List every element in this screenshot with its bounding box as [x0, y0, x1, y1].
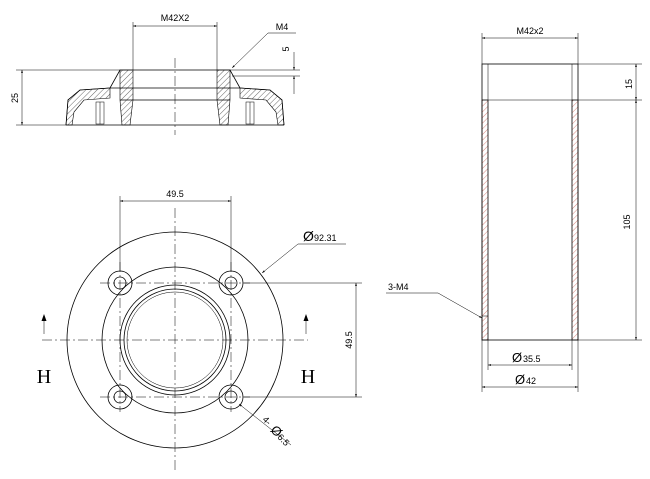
- screw-label-top: M4: [276, 22, 289, 32]
- bolt-vertical-label: 49.5: [344, 331, 354, 349]
- tube-inner-diameter-label: 35.5: [523, 354, 541, 364]
- flange-plan-dimensions: 49.5 Ø 92.31 49.5 4- Ø 6.5: [119, 189, 362, 448]
- tube-outer-diameter-label: 42: [526, 376, 536, 386]
- thread-label-top: M42X2: [161, 13, 190, 23]
- bolt-spacing-label: 49.5: [166, 189, 184, 199]
- tube-screw-label: 3-M4: [388, 282, 409, 292]
- diameter-symbol: Ø: [512, 350, 522, 365]
- section-label-left: H: [37, 366, 51, 388]
- tube-dimensions: M42x2 15 105 3-M4 Ø 35.5 Ø 42: [386, 26, 642, 392]
- depth-label-top: 5: [281, 46, 291, 51]
- flange-section-dimensions: M42X2 M4 5 25: [10, 13, 300, 126]
- diameter-symbol: Ø: [515, 372, 525, 387]
- tube-length-label: 105: [622, 214, 632, 229]
- flange-plan-view: [42, 208, 308, 470]
- tube-thread-label: M42x2: [516, 26, 543, 36]
- height-label-top: 25: [10, 93, 20, 103]
- tube-side-view: [481, 63, 579, 341]
- diameter-symbol: Ø: [303, 228, 314, 244]
- flange-section-view: [65, 58, 285, 135]
- hole-count-label: 4-: [261, 414, 274, 427]
- tube-top-label: 15: [624, 79, 634, 89]
- section-label-right: H: [301, 366, 315, 388]
- section-markers: H H: [37, 314, 315, 388]
- flange-diameter-label: 92.31: [314, 233, 337, 243]
